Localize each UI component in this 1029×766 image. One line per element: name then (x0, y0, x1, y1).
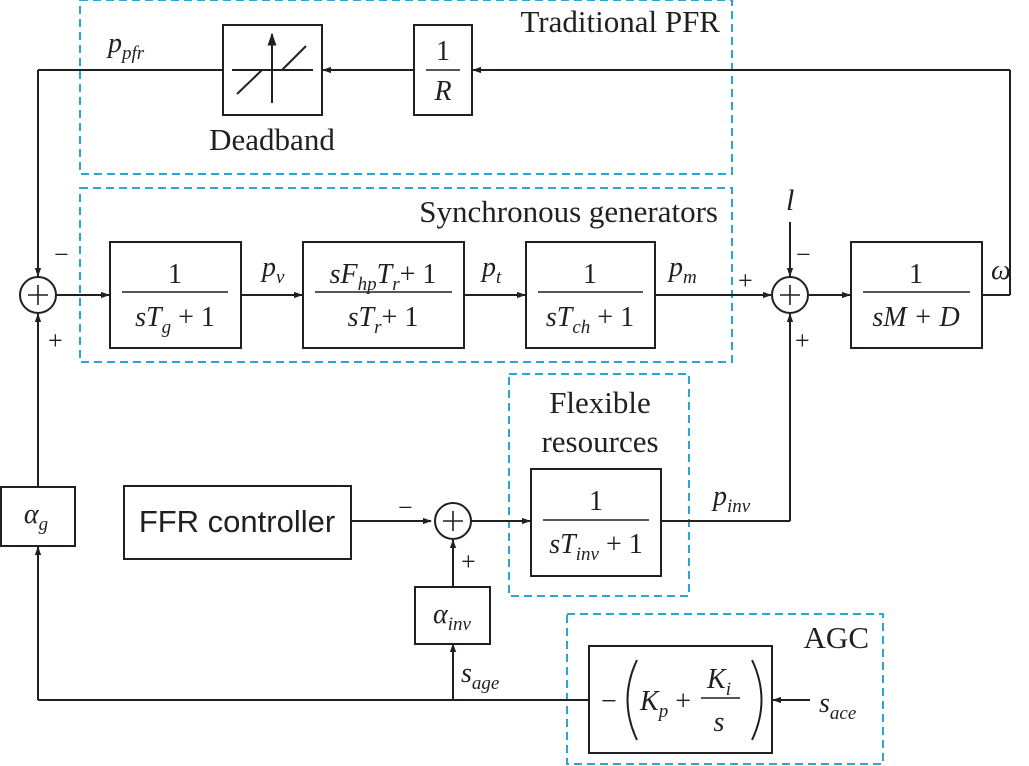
svg-text:1: 1 (168, 259, 182, 290)
svg-text:s: s (714, 707, 725, 738)
deadband-block (222, 24, 323, 116)
svg-text:αg: αg (24, 499, 48, 535)
alpha-g-block: αg (0, 486, 76, 547)
traditional-pfr-title: Traditional PFR (520, 4, 720, 39)
label-s-age: sage (461, 658, 499, 694)
label-p-m: pm (667, 252, 697, 288)
svg-text:sM + D: sM + D (872, 302, 959, 333)
flexible-resources-title-line1: Flexible (549, 385, 651, 420)
svg-text:sTg + 1: sTg + 1 (135, 302, 215, 338)
svg-text:sTch + 1: sTch + 1 (546, 302, 634, 338)
signal-wires (34, 66, 1011, 704)
reheat-turbine-block: sFhpTr+ 1 sTr+ 1 (302, 241, 465, 349)
synchronous-generators-title: Synchronous generators (419, 194, 718, 229)
inverter-block: 1 sTinv + 1 (530, 468, 662, 577)
sign-sum1-bottom: + (48, 326, 63, 355)
label-omega: ω (991, 255, 1011, 286)
sign-sum1-top: − (54, 240, 69, 269)
alpha-inv-block: αinv (414, 586, 491, 645)
traditional-pfr-group (79, 0, 733, 175)
governor-block: 1 sTg + 1 (109, 241, 242, 349)
sign-sum3-left: − (398, 493, 413, 522)
svg-text:sTr+ 1: sTr+ 1 (348, 302, 419, 338)
sign-sum2-bottom: + (795, 326, 810, 355)
svg-text:sTinv + 1: sTinv + 1 (549, 529, 642, 565)
svg-text:sFhpTr+ 1: sFhpTr+ 1 (330, 259, 437, 295)
svg-text:−: − (601, 686, 617, 717)
svg-text:Ki: Ki (706, 664, 731, 700)
label-p-pfr: ppfr (106, 28, 145, 64)
label-p-t: pt (480, 252, 502, 288)
droop-block: 1 R (413, 24, 473, 116)
svg-text:FFR controller: FFR controller (139, 504, 335, 539)
label-s-ace: sace (819, 688, 856, 724)
label-p-inv: pinv (711, 481, 751, 517)
svg-text:1: 1 (909, 259, 923, 290)
system-inertia-block: 1 sM + D (850, 241, 983, 349)
ffr-controller-block: FFR controller (123, 485, 352, 560)
agc-pi-block: − Kp + Ki s (588, 645, 773, 754)
deadband-label: Deadband (209, 122, 335, 157)
sign-sum2-left: + (738, 266, 753, 295)
steam-chest-block: 1 sTch + 1 (525, 241, 656, 349)
svg-text:1: 1 (589, 486, 603, 517)
svg-text:R: R (433, 76, 451, 107)
svg-text:αinv: αinv (433, 599, 471, 635)
flexible-resources-title-line2: resources (541, 424, 658, 459)
svg-text:1: 1 (436, 36, 450, 67)
svg-text:Kp +: Kp + (639, 686, 691, 722)
agc-group (566, 613, 884, 765)
label-load-l: l (786, 184, 794, 217)
flexible-resources-group (508, 373, 690, 597)
label-p-v: pv (260, 252, 285, 288)
summing-junction-2 (771, 276, 809, 314)
agc-title: AGC (804, 620, 869, 655)
sign-sum2-top: − (796, 240, 811, 269)
summing-junction-1 (19, 276, 57, 314)
svg-text:1: 1 (583, 259, 597, 290)
synchronous-generators-group (79, 187, 733, 363)
sign-sum3-bottom: + (461, 547, 476, 576)
summing-junction-3 (434, 502, 472, 540)
